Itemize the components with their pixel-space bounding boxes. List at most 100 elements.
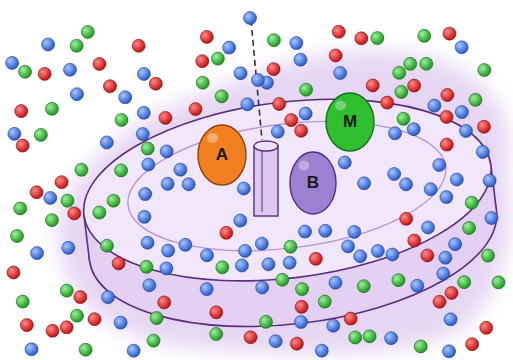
molecule-dot — [119, 91, 132, 104]
molecule-dot — [19, 65, 32, 78]
molecule-dot — [45, 214, 58, 227]
molecule-dot — [404, 57, 417, 70]
molecule-dot — [132, 39, 145, 52]
molecule-dot — [300, 83, 313, 96]
molecule-dot — [408, 79, 421, 92]
molecule-dot — [295, 124, 308, 137]
molecule-dot — [389, 127, 402, 140]
molecule-dot — [295, 300, 308, 313]
molecule-dot — [395, 85, 408, 98]
molecule-dot — [327, 319, 340, 332]
molecule-dot — [285, 114, 298, 127]
molecule-dot — [371, 244, 384, 257]
molecule-dot — [237, 182, 250, 195]
molecule-dot — [444, 313, 457, 326]
molecule-dot — [443, 345, 456, 358]
protein-body — [290, 152, 336, 214]
molecule-dot — [149, 77, 162, 90]
membrane-disc — [73, 78, 507, 348]
molecule-dot — [329, 276, 342, 289]
molecule-dot — [355, 32, 368, 45]
molecule-dot — [196, 76, 209, 89]
molecule-dot — [216, 261, 229, 274]
molecule-dot — [103, 80, 116, 93]
molecule-dot — [60, 284, 73, 297]
molecule-dot — [79, 343, 92, 356]
molecule-dot — [411, 279, 424, 292]
molecule-dot — [407, 123, 420, 136]
molecule-dot — [102, 291, 115, 304]
molecule-dot — [14, 202, 27, 215]
molecule-dot — [469, 93, 482, 106]
molecule-dot — [296, 283, 309, 296]
molecule-dot — [234, 67, 247, 80]
molecule-dot — [483, 174, 496, 187]
molecule-dot — [385, 332, 398, 345]
molecule-dot — [478, 64, 491, 77]
membrane-protein: M — [325, 92, 375, 152]
molecule-dot — [136, 128, 149, 141]
molecule-dot — [342, 240, 355, 253]
molecule-dot — [241, 98, 254, 111]
protein-highlight — [207, 133, 218, 143]
molecule-dot — [158, 296, 171, 309]
molecule-dot — [458, 276, 471, 289]
molecule-dot — [211, 52, 224, 65]
molecule-dot — [480, 321, 493, 334]
molecule-dot — [422, 221, 435, 234]
protein-body — [198, 125, 246, 185]
molecule-dot — [408, 234, 421, 247]
molecule-dot — [60, 321, 73, 334]
molecule-dot — [179, 238, 192, 251]
molecule-dot — [141, 236, 154, 249]
molecule-dot — [428, 99, 441, 112]
molecule-dot — [267, 34, 280, 47]
molecule-dot — [348, 225, 361, 238]
transported-molecule — [244, 12, 257, 25]
molecule-dot — [441, 89, 454, 102]
molecule-dot — [137, 67, 150, 80]
molecule-dot — [140, 260, 153, 273]
molecule-dot — [363, 330, 376, 343]
molecule-dot — [127, 344, 140, 357]
molecule-dot — [358, 177, 371, 190]
molecule-dot — [271, 125, 284, 138]
molecule-dot — [100, 136, 113, 149]
molecule-dot — [439, 251, 452, 264]
molecule-dot — [329, 49, 342, 62]
molecule-dot — [31, 247, 44, 260]
molecule-dot — [269, 335, 282, 348]
channel-protein — [254, 141, 278, 216]
molecule-dot — [239, 244, 252, 257]
molecule-dot — [386, 248, 399, 261]
molecule-dot — [220, 226, 233, 239]
molecule-dot — [295, 316, 308, 329]
channel-body — [254, 146, 278, 216]
molecule-dot — [223, 41, 236, 54]
molecule-dot — [160, 262, 173, 275]
molecule-dot — [332, 25, 345, 38]
molecule-dot — [234, 214, 247, 227]
molecule-dot — [318, 295, 331, 308]
molecule-dot — [7, 266, 20, 279]
molecule-dot — [61, 194, 74, 207]
molecule-dot — [30, 186, 43, 199]
molecule-dot — [290, 337, 303, 350]
channel-inner-line — [262, 150, 263, 212]
molecule-dot — [142, 158, 155, 171]
molecule-dot — [459, 124, 472, 137]
molecule-dot — [393, 66, 406, 79]
molecule-dot — [463, 221, 476, 234]
molecule-dot — [357, 280, 370, 293]
molecule-dot — [189, 103, 202, 116]
molecule-dot — [139, 188, 152, 201]
molecule-dot — [64, 63, 77, 76]
molecule-dot — [420, 57, 433, 70]
protein-highlight — [299, 160, 310, 170]
molecule-dot — [400, 178, 413, 191]
molecule-dot — [160, 145, 173, 158]
molecule-dot — [93, 58, 106, 71]
molecule-dot — [70, 88, 83, 101]
